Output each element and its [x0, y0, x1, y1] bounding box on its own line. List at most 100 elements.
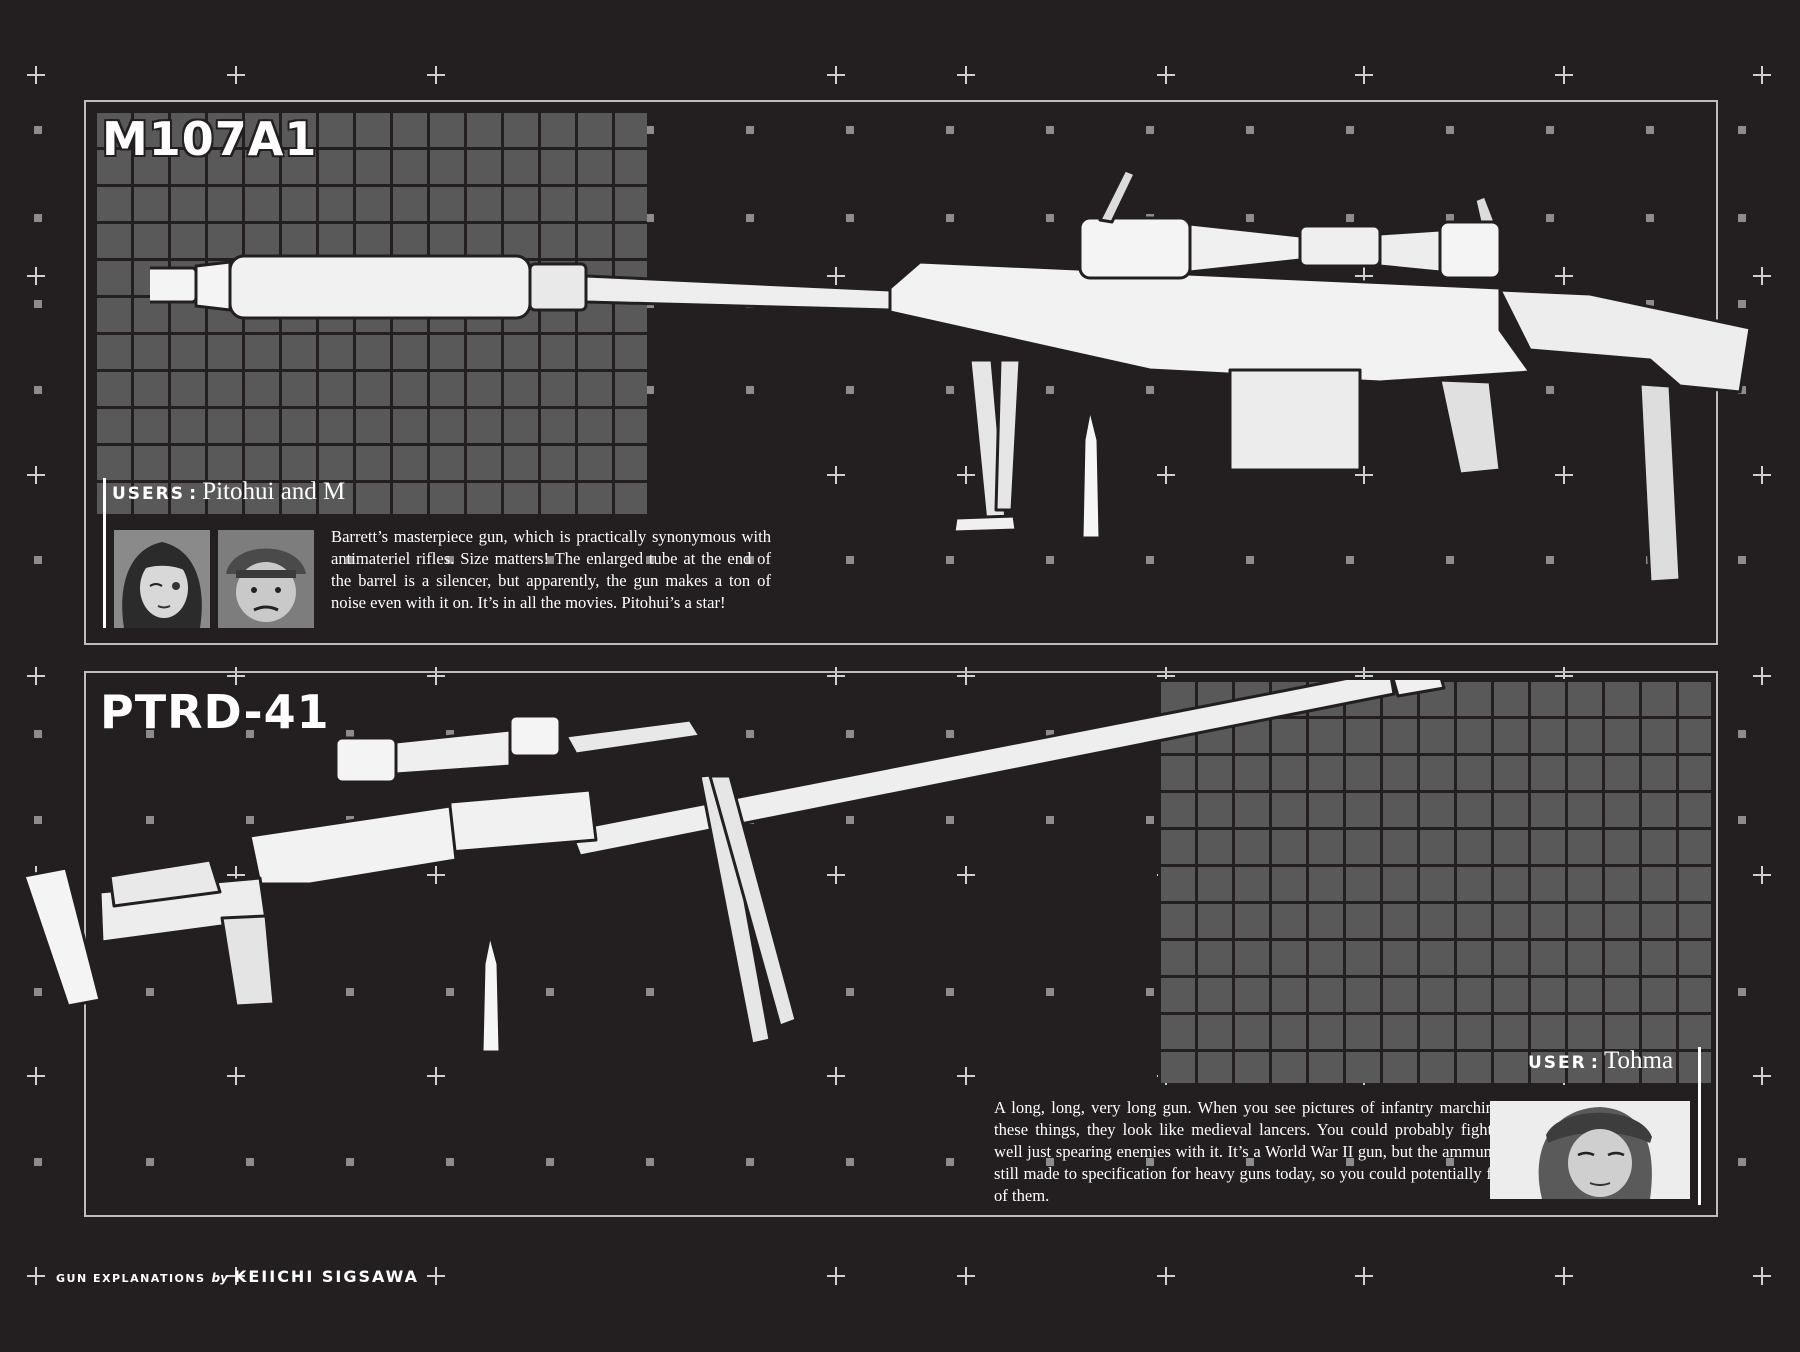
cross-mark [957, 66, 975, 84]
dot-mark [1246, 556, 1254, 564]
cross-mark [957, 466, 975, 484]
dot-mark [1546, 214, 1554, 222]
cross-mark [827, 667, 845, 685]
dot-mark [1738, 214, 1746, 222]
dot-mark [1646, 300, 1654, 308]
dot-mark [1146, 988, 1154, 996]
dot-mark [946, 214, 954, 222]
pitohui-portrait [114, 530, 210, 628]
dot-mark [646, 126, 654, 134]
m107a1-rifle-illustration [150, 168, 1752, 584]
dot-mark [346, 988, 354, 996]
dot-mark [34, 816, 42, 824]
scope [334, 714, 702, 784]
cross-mark [827, 466, 845, 484]
cross-mark [827, 866, 845, 884]
cross-mark [1355, 1267, 1373, 1285]
dot-mark [1146, 556, 1154, 564]
dot-mark [846, 816, 854, 824]
dot-mark [1346, 1158, 1354, 1166]
silencer [150, 254, 588, 320]
gun-title: PTRD-41 [100, 685, 330, 739]
cross-mark [1355, 466, 1373, 484]
dot-mark [346, 556, 354, 564]
dot-mark [1646, 126, 1654, 134]
m-portrait [218, 530, 314, 628]
users-colon: : [189, 483, 197, 504]
cross-mark [427, 1267, 445, 1285]
dot-mark [1246, 1158, 1254, 1166]
dot-mark [346, 730, 354, 738]
dot-mark [34, 386, 42, 394]
dot-mark [1146, 126, 1154, 134]
dot-mark [146, 730, 154, 738]
cross-mark [427, 866, 445, 884]
m-portrait-icon [218, 530, 314, 628]
dot-mark [846, 126, 854, 134]
dot-mark [1446, 1158, 1454, 1166]
cross-mark [957, 1267, 975, 1285]
dot-mark [1346, 214, 1354, 222]
scope [1078, 168, 1502, 280]
gun-description: Barrett’s masterpiece gun, which is prac… [331, 527, 771, 612]
dot-mark [946, 556, 954, 564]
dot-mark [1046, 386, 1054, 394]
cartridge [1080, 406, 1102, 540]
dot-mark [1738, 300, 1746, 308]
dot-mark [1546, 556, 1554, 564]
dot-mark [1046, 126, 1054, 134]
dot-mark [246, 1158, 254, 1166]
dot-mark [1446, 126, 1454, 134]
users-line: USER : Tohma [1528, 1047, 1673, 1075]
tohma-portrait-icon [1490, 1101, 1690, 1199]
cross-mark [827, 267, 845, 285]
users-names: Tohma [1603, 1047, 1674, 1074]
dot-mark [1046, 988, 1054, 996]
cross-mark [957, 866, 975, 884]
dot-mark [1738, 730, 1746, 738]
dot-mark [246, 730, 254, 738]
dot-mark [646, 214, 654, 222]
dot-mark [1546, 126, 1554, 134]
dot-mark [446, 556, 454, 564]
cross-mark [27, 667, 45, 685]
cross-mark [1753, 1067, 1771, 1085]
dot-mark [946, 126, 954, 134]
dot-mark [1146, 1158, 1154, 1166]
dot-mark [1738, 126, 1746, 134]
dot-mark [1046, 816, 1054, 824]
dot-mark [1246, 126, 1254, 134]
dot-mark [34, 126, 42, 134]
cross-mark [1753, 66, 1771, 84]
cross-mark [1753, 1267, 1771, 1285]
credit-by: by [211, 1271, 228, 1285]
cross-mark [1555, 466, 1573, 484]
accent-bar [103, 478, 106, 628]
cross-mark [27, 267, 45, 285]
dot-mark [1346, 556, 1354, 564]
receiver-and-stock [22, 788, 598, 1008]
cross-mark [227, 66, 245, 84]
dot-mark [1646, 214, 1654, 222]
dot-mark [1346, 126, 1354, 134]
dot-mark [1738, 1158, 1746, 1166]
cross-mark [27, 66, 45, 84]
cross-mark [1555, 267, 1573, 285]
cross-mark [1753, 267, 1771, 285]
dot-mark [446, 1158, 454, 1166]
grid-pattern [1158, 679, 1711, 1083]
dot-mark [34, 214, 42, 222]
dot-mark [34, 730, 42, 738]
dot-mark [946, 730, 954, 738]
cartridge [480, 932, 502, 1054]
cross-mark [227, 1267, 245, 1285]
dot-mark [1738, 988, 1746, 996]
dot-mark [34, 556, 42, 564]
accent-bar [1698, 1047, 1701, 1205]
credit-line: GUN EXPLANATIONS by KEIICHI SIGSAWA [56, 1267, 419, 1286]
ptrd41-panel: PTRD-41 USER : Tohma A long, long, very … [84, 671, 1718, 1217]
cross-mark [27, 466, 45, 484]
cross-mark [427, 667, 445, 685]
dot-mark [546, 988, 554, 996]
dot-mark [746, 1158, 754, 1166]
